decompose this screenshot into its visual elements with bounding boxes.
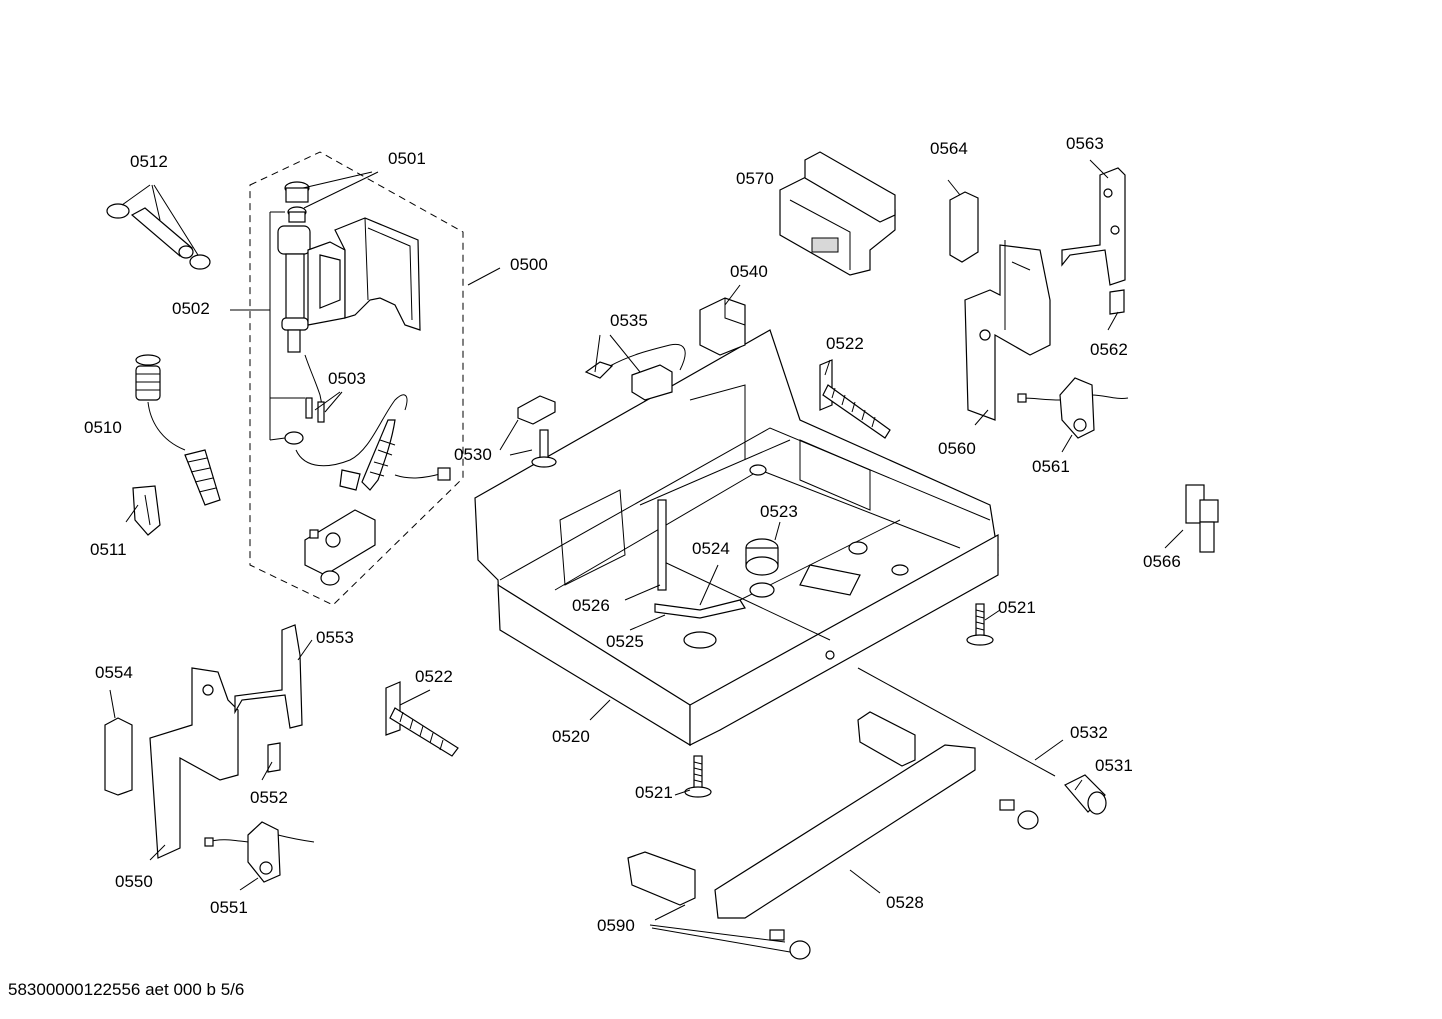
label-0512: 0512: [130, 152, 168, 171]
label-0532: 0532: [1070, 723, 1108, 742]
part-0512-hose-clips: [106, 203, 211, 270]
part-0566-switch: [1185, 484, 1219, 553]
label-0526: 0526: [572, 596, 610, 615]
part-0501-fittings: [284, 181, 310, 223]
part-0564-bracket: [949, 191, 979, 263]
label-0520: 0520: [552, 727, 590, 746]
part-0500-hose-and-connector: [339, 419, 451, 491]
label-0554: 0554: [95, 663, 133, 682]
part-0502-inlet-valve: [277, 225, 346, 353]
label-0530: 0530: [454, 445, 492, 464]
part-0570-control-module: [779, 151, 896, 276]
part-0500-cover: [334, 217, 421, 331]
drawing-id: 58300000122556 aet 000 b 5/6: [8, 980, 245, 999]
label-0553: 0553: [316, 628, 354, 647]
part-0590-screws-and-caps: [627, 799, 1039, 960]
label-0521-lower: 0521: [635, 783, 673, 802]
part-0561-sensor: [1017, 377, 1129, 439]
label-0522-lower: 0522: [415, 667, 453, 686]
part-0521-screw-right: [966, 603, 994, 646]
label-0540: 0540: [730, 262, 768, 281]
assembly-0500-outline: [249, 151, 464, 606]
part-0500-bracket-bottom: [304, 509, 376, 586]
part-0528-front-panel: [714, 744, 976, 919]
label-0531: 0531: [1095, 756, 1133, 775]
label-0525: 0525: [606, 632, 644, 651]
part-0510-hose: [135, 354, 221, 506]
label-0535: 0535: [610, 311, 648, 330]
label-0500: 0500: [510, 255, 548, 274]
part-0528-panel-bracket: [857, 711, 916, 767]
part-0522-spring-upper: [819, 359, 891, 439]
part-0552-clip: [267, 742, 281, 773]
part-0554-bracket: [104, 717, 133, 796]
label-0562: 0562: [1090, 340, 1128, 359]
part-0540-housing: [699, 297, 746, 356]
label-0561: 0561: [1032, 457, 1070, 476]
part-0551-sensor: [204, 821, 315, 883]
part-0523-float: [745, 538, 779, 576]
label-0550: 0550: [115, 872, 153, 891]
part-0550-bracket: [149, 667, 239, 859]
label-0510: 0510: [84, 418, 122, 437]
label-0560: 0560: [938, 439, 976, 458]
part-0524-0525-0526-parts: [654, 599, 746, 649]
part-0511-clip: [132, 485, 161, 536]
label-0590: 0590: [597, 916, 635, 935]
label-0552: 0552: [250, 788, 288, 807]
label-0522-upper: 0522: [826, 334, 864, 353]
part-0531-knob: [1064, 774, 1107, 815]
label-0503: 0503: [328, 369, 366, 388]
label-0563: 0563: [1066, 134, 1104, 153]
label-0511: 0511: [90, 540, 127, 559]
label-0523: 0523: [760, 502, 798, 521]
part-0532-rod: [857, 667, 1056, 777]
label-0570: 0570: [736, 169, 774, 188]
label-0528: 0528: [886, 893, 924, 912]
part-0560-bracket: [964, 240, 1051, 421]
label-0524: 0524: [692, 539, 730, 558]
label-0564: 0564: [930, 139, 968, 158]
leader-lines: [109, 159, 1184, 953]
part-0530-screw-and-block: [517, 395, 557, 468]
part-labels: 0501 0512 0500 0502 0503 0510 0511 0570 …: [84, 134, 1181, 935]
part-0520-base-tub: [474, 329, 999, 747]
label-0502: 0502: [172, 299, 210, 318]
label-0521-right: 0521: [998, 598, 1036, 617]
label-0566: 0566: [1143, 552, 1181, 571]
part-0535-cable: [584, 343, 686, 401]
label-0501: 0501: [388, 149, 426, 168]
part-0562-clip: [1109, 289, 1125, 315]
part-0563-bracket: [1061, 167, 1126, 286]
part-0553-bracket: [234, 624, 303, 729]
label-0551: 0551: [210, 898, 248, 917]
part-0522-spring-lower: [385, 681, 459, 757]
